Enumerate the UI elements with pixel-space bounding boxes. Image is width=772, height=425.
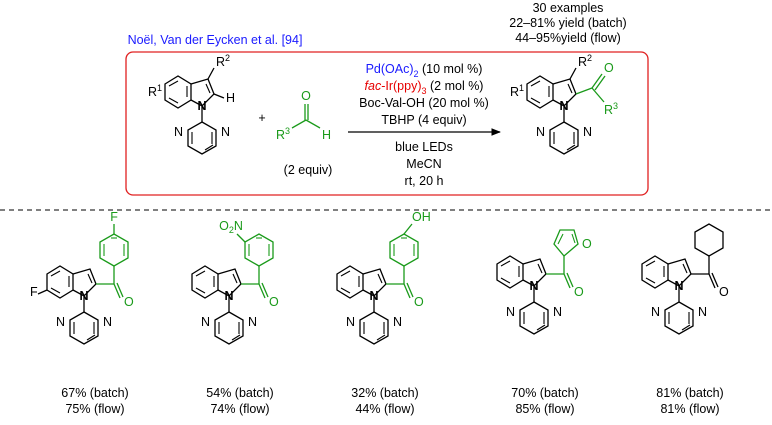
example-4-yield-batch: 70% (batch) <box>511 386 578 400</box>
example-2-yield-flow: 74% (flow) <box>210 402 269 416</box>
oxidant: TBHP (4 equiv) <box>381 113 466 127</box>
svg-text:F: F <box>110 210 118 224</box>
product-indole: O R1 R2 R3 <box>510 53 618 155</box>
yield-flow: 44–95%yield (flow) <box>515 31 621 45</box>
svg-text:O2N: O2N <box>219 219 243 235</box>
reaction-box <box>125 51 649 196</box>
example-3-yield-flow: 44% (flow) <box>355 402 414 416</box>
example-5-yield-flow: 81% (flow) <box>660 402 719 416</box>
svg-text:H: H <box>322 128 331 142</box>
example-2-yield-batch: 54% (batch) <box>206 386 273 400</box>
example-1-structure: F F <box>30 210 135 345</box>
svg-text:OH: OH <box>412 210 431 224</box>
svg-text:O: O <box>604 61 614 75</box>
svg-text:O: O <box>582 237 592 251</box>
ligand: Boc-Val-OH (20 mol %) <box>359 96 489 110</box>
authors-citation: Noël, Van der Eycken et al. [94] <box>128 33 303 47</box>
svg-text:H: H <box>226 91 235 105</box>
photocatalyst: fac-Ir(ppy)3 (2 mol %) <box>365 79 484 96</box>
example-3-structure: OH <box>336 210 431 345</box>
yield-batch: 22–81% yield (batch) <box>509 16 626 30</box>
example-5-structure: O <box>641 223 729 335</box>
svg-text:R1: R1 <box>510 83 524 99</box>
svg-text:F: F <box>30 285 38 299</box>
example-3-yield-batch: 32% (batch) <box>351 386 418 400</box>
plus-sign: + <box>258 111 265 125</box>
example-1-yield-flow: 75% (flow) <box>65 402 124 416</box>
svg-text:O: O <box>301 89 311 103</box>
svg-text:R1: R1 <box>148 83 162 99</box>
aldehyde: O R3 H <box>276 89 331 142</box>
catalyst-pd: Pd(OAc)2 (10 mol %) <box>366 62 483 79</box>
starting-indole: R1 R2 H <box>148 53 235 155</box>
example-2-structure: O2N <box>191 219 280 345</box>
example-4-yield-flow: 85% (flow) <box>515 402 574 416</box>
example-1-yield-batch: 67% (batch) <box>61 386 128 400</box>
svg-text:R2: R2 <box>578 53 592 69</box>
svg-text:R3: R3 <box>604 101 618 117</box>
example-5-yield-batch: 81% (batch) <box>656 386 723 400</box>
time-temp: rt, 20 h <box>405 174 444 188</box>
example-4-structure: O <box>496 229 592 335</box>
svg-text:R2: R2 <box>216 53 230 69</box>
aldehyde-equiv: (2 equiv) <box>284 163 333 177</box>
svg-text:O: O <box>719 285 729 299</box>
svg-text:R3: R3 <box>276 126 290 142</box>
light-source: blue LEDs <box>395 140 453 154</box>
examples-count: 30 examples <box>533 1 604 15</box>
solvent: MeCN <box>406 157 441 171</box>
